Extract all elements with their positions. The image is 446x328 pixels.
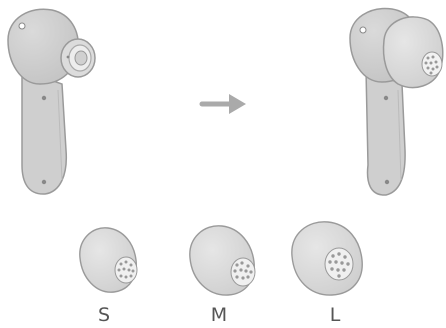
right-arrow-icon [199, 94, 246, 114]
earbud-stem-crease [57, 89, 63, 181]
earbud-stem-dot-lower [384, 179, 390, 185]
earbud-stem [21, 68, 68, 195]
earbud-without-tip [7, 8, 96, 195]
earbud-stem-dot-lower [41, 179, 47, 185]
size-label-large: L [329, 304, 341, 326]
ear-tip-large [291, 221, 363, 296]
earbud-stem-crease [397, 89, 402, 181]
earbud-head-sensor [359, 26, 367, 34]
earbud-head-sensor [18, 22, 26, 30]
earbud-nozzle [60, 38, 96, 78]
ear-tip-mesh [230, 257, 256, 287]
size-label-medium: M [210, 304, 228, 326]
ear-tip-mesh [114, 256, 138, 284]
earbud-stem-dot-upper [383, 95, 389, 101]
size-label-small: S [97, 304, 111, 326]
ear-tip-medium [189, 225, 256, 296]
earbud-with-tip [349, 7, 444, 196]
earbud-stem [365, 68, 406, 196]
earbud-stem-dot-upper [41, 95, 47, 101]
ear-tip-small [79, 227, 138, 293]
ear-tip-mesh [421, 51, 443, 77]
ear-tip-mesh [324, 247, 354, 281]
